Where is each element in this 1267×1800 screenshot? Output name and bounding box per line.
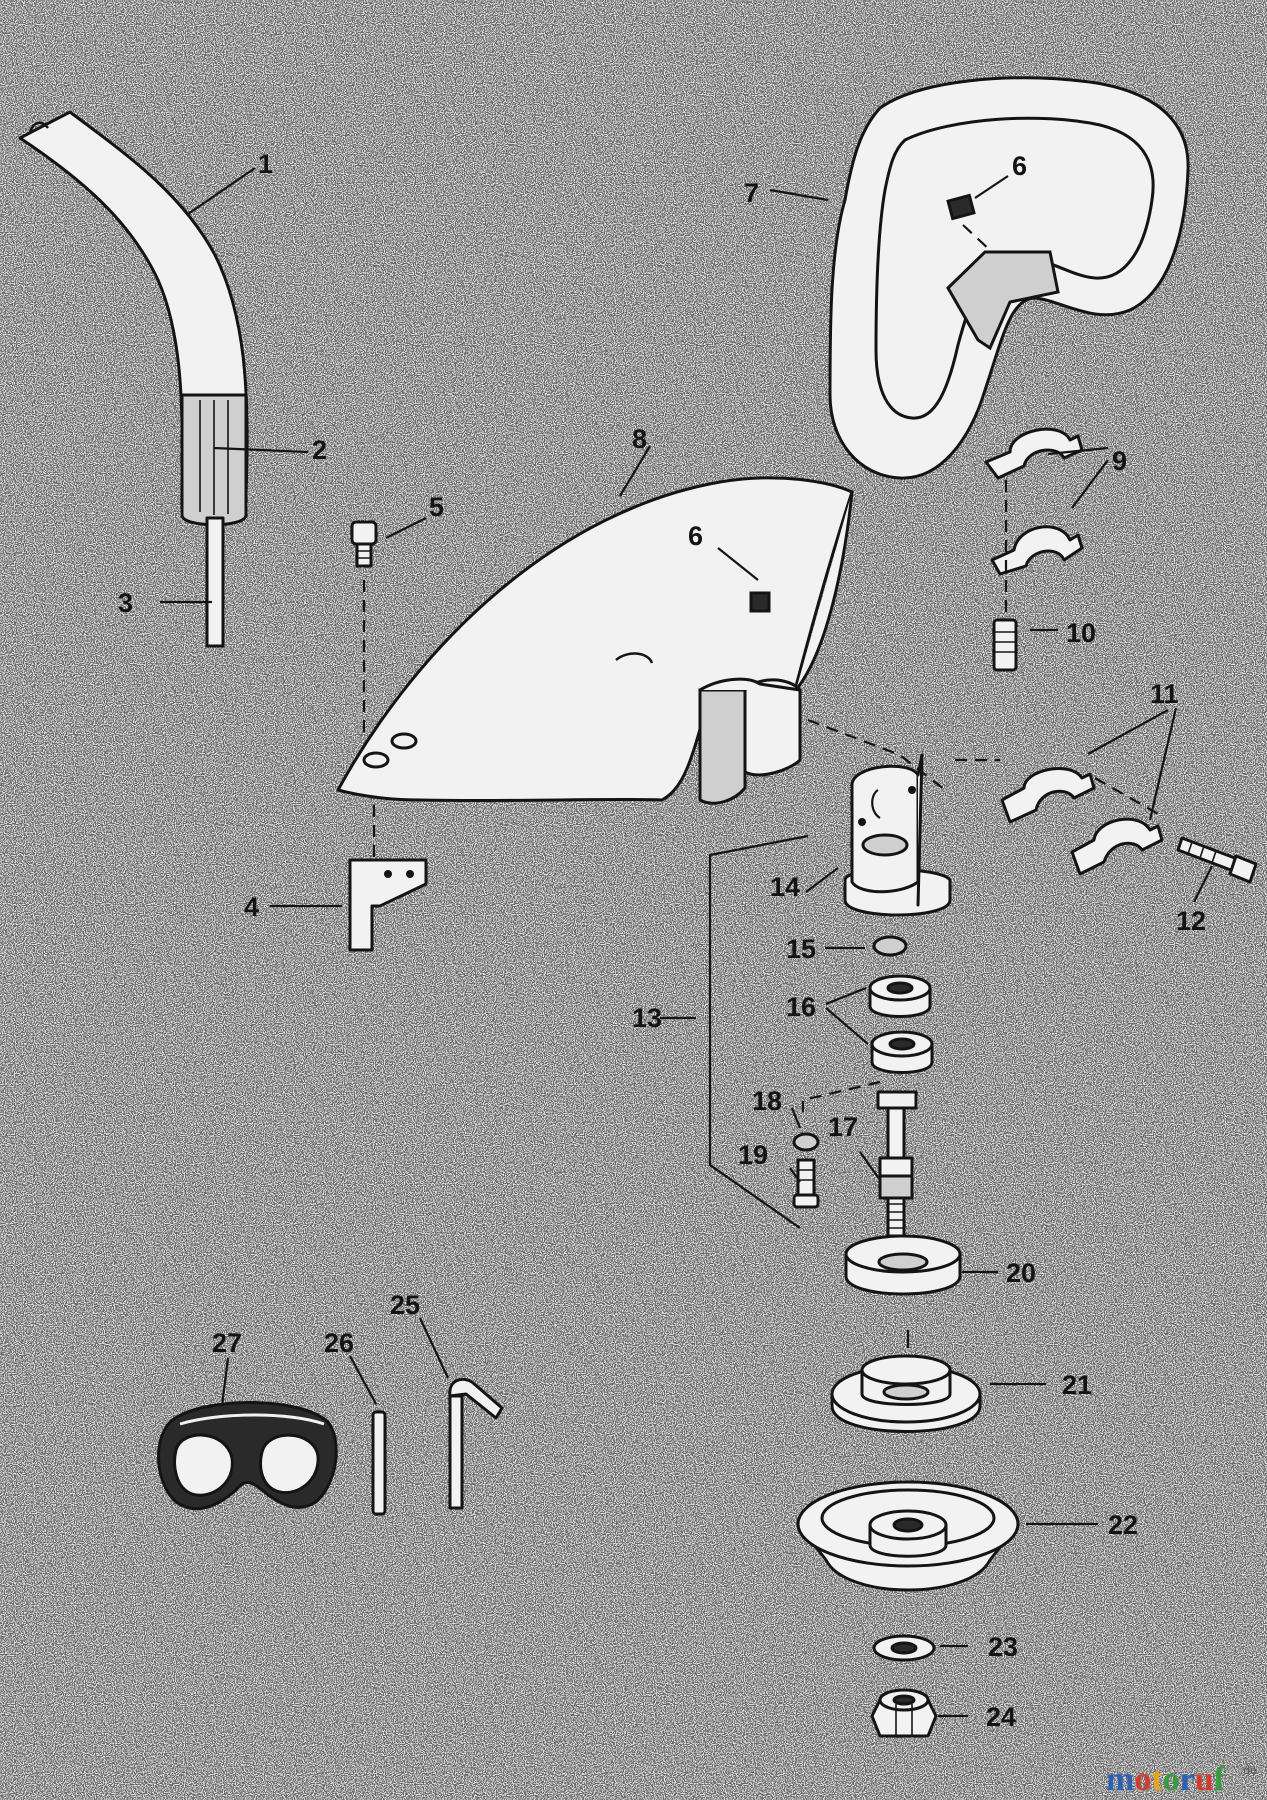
- pressure-plate-part-21: [830, 1354, 982, 1433]
- assembly-line-6-upper: [962, 224, 993, 253]
- clamp-pair-part-9: [984, 427, 1084, 576]
- callout-23: 23: [988, 1632, 1018, 1662]
- motoruf-watermark: motoruf .de: [1106, 1761, 1257, 1798]
- callout-19: 19: [738, 1140, 768, 1170]
- callout-22: 22: [1108, 1510, 1138, 1540]
- svg-text:motoruf: motoruf: [1106, 1761, 1226, 1798]
- callout-15: 15: [786, 934, 816, 964]
- clamp-pair-part-11: [1000, 767, 1164, 876]
- blade-guard-part-8: [336, 476, 854, 805]
- assembly-line-11c: [1094, 777, 1161, 816]
- glide-dish-part-22: [796, 1480, 1020, 1592]
- callout-1: 1: [258, 149, 273, 179]
- callout-8: 8: [632, 424, 647, 454]
- callout-13: 13: [632, 1003, 662, 1033]
- bolt-part-10: [992, 618, 1018, 672]
- grip-sleeve-part-2: [180, 393, 248, 527]
- callout-6-handle: 6: [1012, 151, 1027, 181]
- leader-lines: [160, 167, 1213, 1718]
- washer-part-18: [792, 1132, 820, 1152]
- watermark-suffix: .de: [1240, 1763, 1257, 1777]
- drive-rod-part-3: [205, 516, 225, 648]
- callout-17: 17: [828, 1112, 858, 1142]
- goggles-part-27: [157, 1401, 338, 1511]
- callout-25: 25: [390, 1290, 420, 1320]
- callout-11: 11: [1150, 679, 1179, 709]
- callout-3: 3: [118, 588, 133, 618]
- callout-24: 24: [986, 1702, 1016, 1732]
- long-bolt-part-12: [1176, 836, 1258, 884]
- mounting-bracket-part-4: [348, 858, 428, 952]
- pin-part-26: [371, 1410, 387, 1516]
- callout-7: 7: [744, 178, 759, 208]
- loop-handle-part-7: [828, 76, 1190, 480]
- watermark-letter-1: m: [1106, 1761, 1134, 1798]
- square-nut-part-6: [749, 591, 771, 613]
- callout-20: 20: [1006, 1258, 1036, 1288]
- watermark-letter-2: o: [1134, 1761, 1151, 1798]
- callout-9: 9: [1112, 446, 1127, 476]
- thrust-cup-part-20: [844, 1234, 962, 1296]
- callout-2: 2: [312, 435, 327, 465]
- watermark-letter-5: r: [1180, 1761, 1195, 1798]
- group-bracket-13: [708, 834, 809, 1229]
- callout-16: 16: [786, 992, 816, 1022]
- washer-part-23: [872, 1634, 936, 1662]
- watermark-letter-3: t: [1151, 1761, 1163, 1798]
- screw-part-19: [792, 1158, 820, 1209]
- callout-26: 26: [324, 1328, 354, 1358]
- callout-10: 10: [1066, 618, 1096, 648]
- watermark-letter-6: u: [1195, 1761, 1214, 1798]
- callout-14: 14: [770, 872, 800, 902]
- callout-27: 27: [212, 1328, 242, 1358]
- callout-labels: 1 2 3 4 5 6 6 7 8 9 10 11 12 13 14 15 16…: [118, 149, 1206, 1732]
- callout-12: 12: [1176, 906, 1206, 936]
- hex-key-part-25: [448, 1377, 504, 1510]
- spring-washer-part-15: [872, 935, 908, 957]
- hex-nut-part-24: [870, 1688, 938, 1738]
- screw-part-5: [350, 520, 378, 568]
- callout-6-guard: 6: [688, 521, 703, 551]
- bearings-part-16: [868, 974, 934, 1074]
- watermark-letter-4: o: [1163, 1761, 1180, 1798]
- square-nut-part-6-upper: [946, 193, 976, 221]
- callout-18: 18: [752, 1086, 782, 1116]
- callout-5: 5: [429, 492, 444, 522]
- callout-21: 21: [1062, 1370, 1092, 1400]
- assembly-line-16: [801, 1080, 881, 1112]
- drive-shaft-part-17: [876, 1090, 918, 1238]
- watermark-letter-7: f: [1214, 1761, 1226, 1798]
- callout-4: 4: [244, 892, 259, 922]
- gear-housing-part-14: [843, 753, 952, 917]
